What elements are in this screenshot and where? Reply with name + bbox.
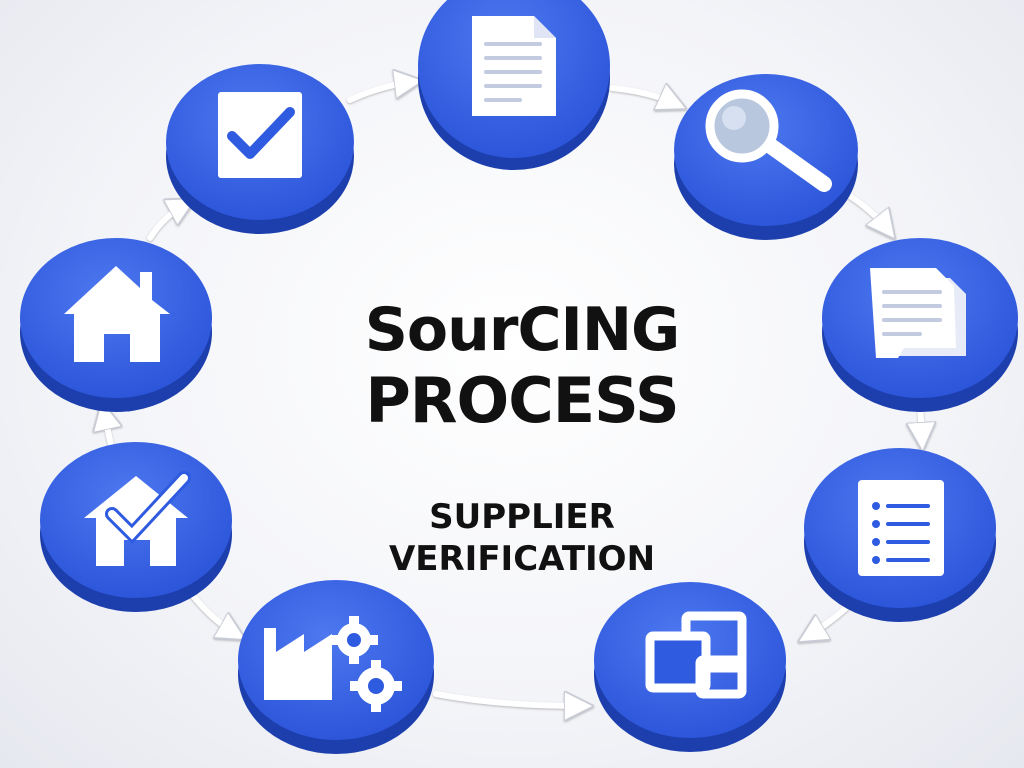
diagram-title-line1: SourCING — [364, 295, 681, 365]
arrow-doc-to-search — [609, 88, 676, 104]
step-node-house-check — [40, 442, 232, 612]
step-node-checkbox — [166, 64, 354, 234]
diagram-subtitle-line2: VERIFICATION — [388, 539, 656, 579]
step-node-windows — [594, 582, 786, 752]
arrow-search-to-docs — [847, 193, 888, 230]
house-check-icon — [84, 471, 191, 566]
step-node-magnifier — [674, 74, 858, 240]
checkbox-icon — [218, 92, 302, 178]
factory-gears-icon — [264, 616, 402, 712]
step-node-factory — [238, 580, 434, 754]
house-icon — [64, 266, 170, 362]
step-node-house — [20, 238, 212, 412]
diagram-subtitle-line1: SUPPLIER — [429, 497, 615, 537]
diagram-title-line2: PROCESS — [365, 364, 679, 437]
arrow-checkbox-to-doc — [347, 82, 412, 103]
documents-stack-icon — [870, 268, 966, 358]
document-icon — [472, 16, 556, 116]
windows-icon — [645, 611, 747, 699]
step-node-document — [418, 0, 610, 170]
list-icon — [858, 480, 944, 576]
magnifier-icon — [705, 89, 832, 192]
step-node-list — [804, 448, 996, 622]
arrow-house-to-checkbox — [147, 204, 186, 241]
step-node-documents — [822, 238, 1018, 412]
arrow-list-to-windows — [808, 605, 849, 636]
arrow-factory-to-windows — [433, 694, 582, 706]
arrow-housecheck-to-house — [104, 412, 112, 453]
arrow-housecheck-to-factory — [187, 589, 236, 634]
